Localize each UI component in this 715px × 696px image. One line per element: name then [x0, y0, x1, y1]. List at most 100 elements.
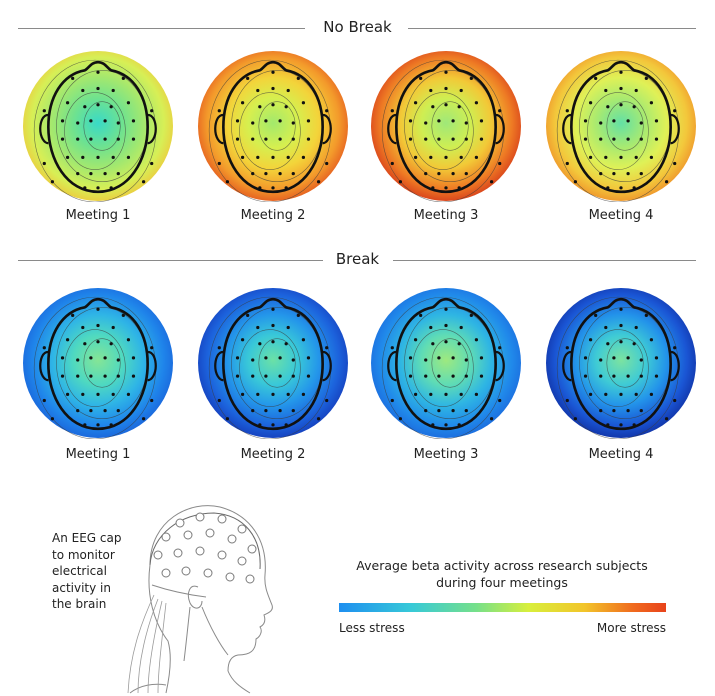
electrode-dot — [116, 409, 120, 413]
electrode-dot — [565, 161, 569, 166]
electrode-dot — [217, 346, 221, 350]
electrode-dot — [606, 186, 610, 190]
electrode-dot — [271, 392, 275, 397]
electrode-dot — [612, 119, 616, 123]
electrode-dot — [474, 101, 479, 105]
electrode-dot — [639, 172, 643, 176]
electrode-dot — [42, 109, 46, 113]
electrode-dot — [109, 423, 113, 427]
electrode-dot — [619, 155, 623, 160]
electrode-dot — [437, 137, 441, 141]
electrode-dot — [71, 76, 75, 80]
head-outline — [395, 60, 497, 194]
electrode-dot — [649, 392, 654, 397]
rule-right-no-break — [408, 28, 696, 29]
electrode-dot — [573, 180, 578, 184]
ear-outline — [562, 350, 572, 382]
electrode-dot — [413, 392, 418, 397]
electrode-dot — [424, 121, 428, 125]
electrode-dot — [457, 105, 461, 109]
electrode-dot — [96, 186, 100, 190]
electrode-dot — [103, 409, 107, 413]
electrode-dot — [81, 392, 85, 397]
electrode-dot — [419, 313, 423, 317]
contour-line — [431, 338, 469, 388]
electrode-dot — [619, 103, 623, 107]
electrode-dot — [649, 338, 654, 342]
electrode-dot — [431, 423, 435, 427]
electrode-dot — [131, 137, 136, 141]
electrode-dot — [42, 161, 46, 166]
electrode-dot — [612, 356, 616, 360]
electrode-dot — [96, 86, 100, 91]
electrode-dot — [604, 325, 608, 330]
electrode-dot — [60, 137, 65, 141]
electrode-dot — [573, 417, 578, 421]
electrode-dot — [479, 374, 484, 378]
electrode-dot — [639, 137, 643, 141]
electrode-dot — [235, 137, 240, 141]
electrode-dot — [116, 121, 120, 125]
electrode-dot — [296, 313, 300, 317]
electrode-dot — [599, 172, 603, 176]
electrode-dot — [291, 409, 295, 413]
electrode-dot — [251, 172, 255, 176]
electrode-dot — [81, 88, 85, 93]
electrode-dot — [76, 121, 80, 125]
electrode-dot — [96, 307, 100, 311]
electrode-dot — [240, 338, 245, 342]
head-map-no-break-1 — [22, 50, 174, 203]
electrode-dot — [286, 155, 290, 160]
electrode-dot — [612, 137, 616, 141]
electrode-dot — [599, 121, 603, 125]
map-label: Meeting 2 — [240, 447, 306, 462]
electrode-dot — [626, 137, 630, 141]
contour-line — [412, 329, 474, 407]
ear-outline — [322, 113, 332, 145]
electrode-dot — [278, 137, 282, 141]
electrode-dot — [649, 155, 654, 160]
electrode-dot — [103, 137, 107, 141]
eeg-cap-illustration — [127, 505, 273, 694]
electrode-dot — [639, 358, 643, 362]
electrode-dot — [76, 137, 80, 141]
electrode-dot — [619, 70, 623, 74]
electrode-dot — [89, 172, 93, 176]
electrode-dot — [60, 374, 65, 378]
head-outline — [47, 297, 149, 431]
electrode-dot — [103, 172, 107, 176]
electrode-dot — [258, 342, 262, 346]
electrode-dot — [599, 374, 603, 378]
contour-line — [258, 101, 296, 151]
electrode-dot — [444, 307, 448, 311]
head-outline — [47, 60, 149, 194]
head-map-break-4 — [545, 287, 697, 440]
electrode-dot — [83, 105, 87, 109]
electrode-dot — [306, 119, 311, 123]
electrode-dot — [398, 180, 403, 184]
electrode-dot — [116, 358, 120, 362]
ear-outline — [670, 350, 680, 382]
electrode-dot — [649, 101, 654, 105]
ear-outline — [495, 113, 505, 145]
electrode-dot — [654, 356, 659, 360]
electrode-dot — [278, 374, 282, 378]
electrode-dot — [632, 186, 636, 190]
electrode-dot — [565, 346, 569, 350]
electrode-dot — [65, 101, 70, 105]
electrode-dot — [644, 313, 648, 317]
legend-title: Average beta activity across research su… — [356, 558, 648, 590]
electrode-dot — [444, 155, 448, 160]
ear-outline — [322, 350, 332, 382]
electrode-dot — [278, 119, 282, 123]
electrode-dot — [89, 137, 93, 141]
electrode-dot — [594, 76, 598, 80]
electrode-dot — [89, 119, 93, 123]
electrode-dot — [664, 180, 669, 184]
electrode-dot — [71, 313, 75, 317]
electrode-dot — [469, 76, 473, 80]
electrode-dot — [150, 398, 154, 403]
electrode-dot — [271, 103, 275, 107]
electrode-dot — [398, 417, 403, 421]
electrode-dot — [296, 76, 300, 80]
